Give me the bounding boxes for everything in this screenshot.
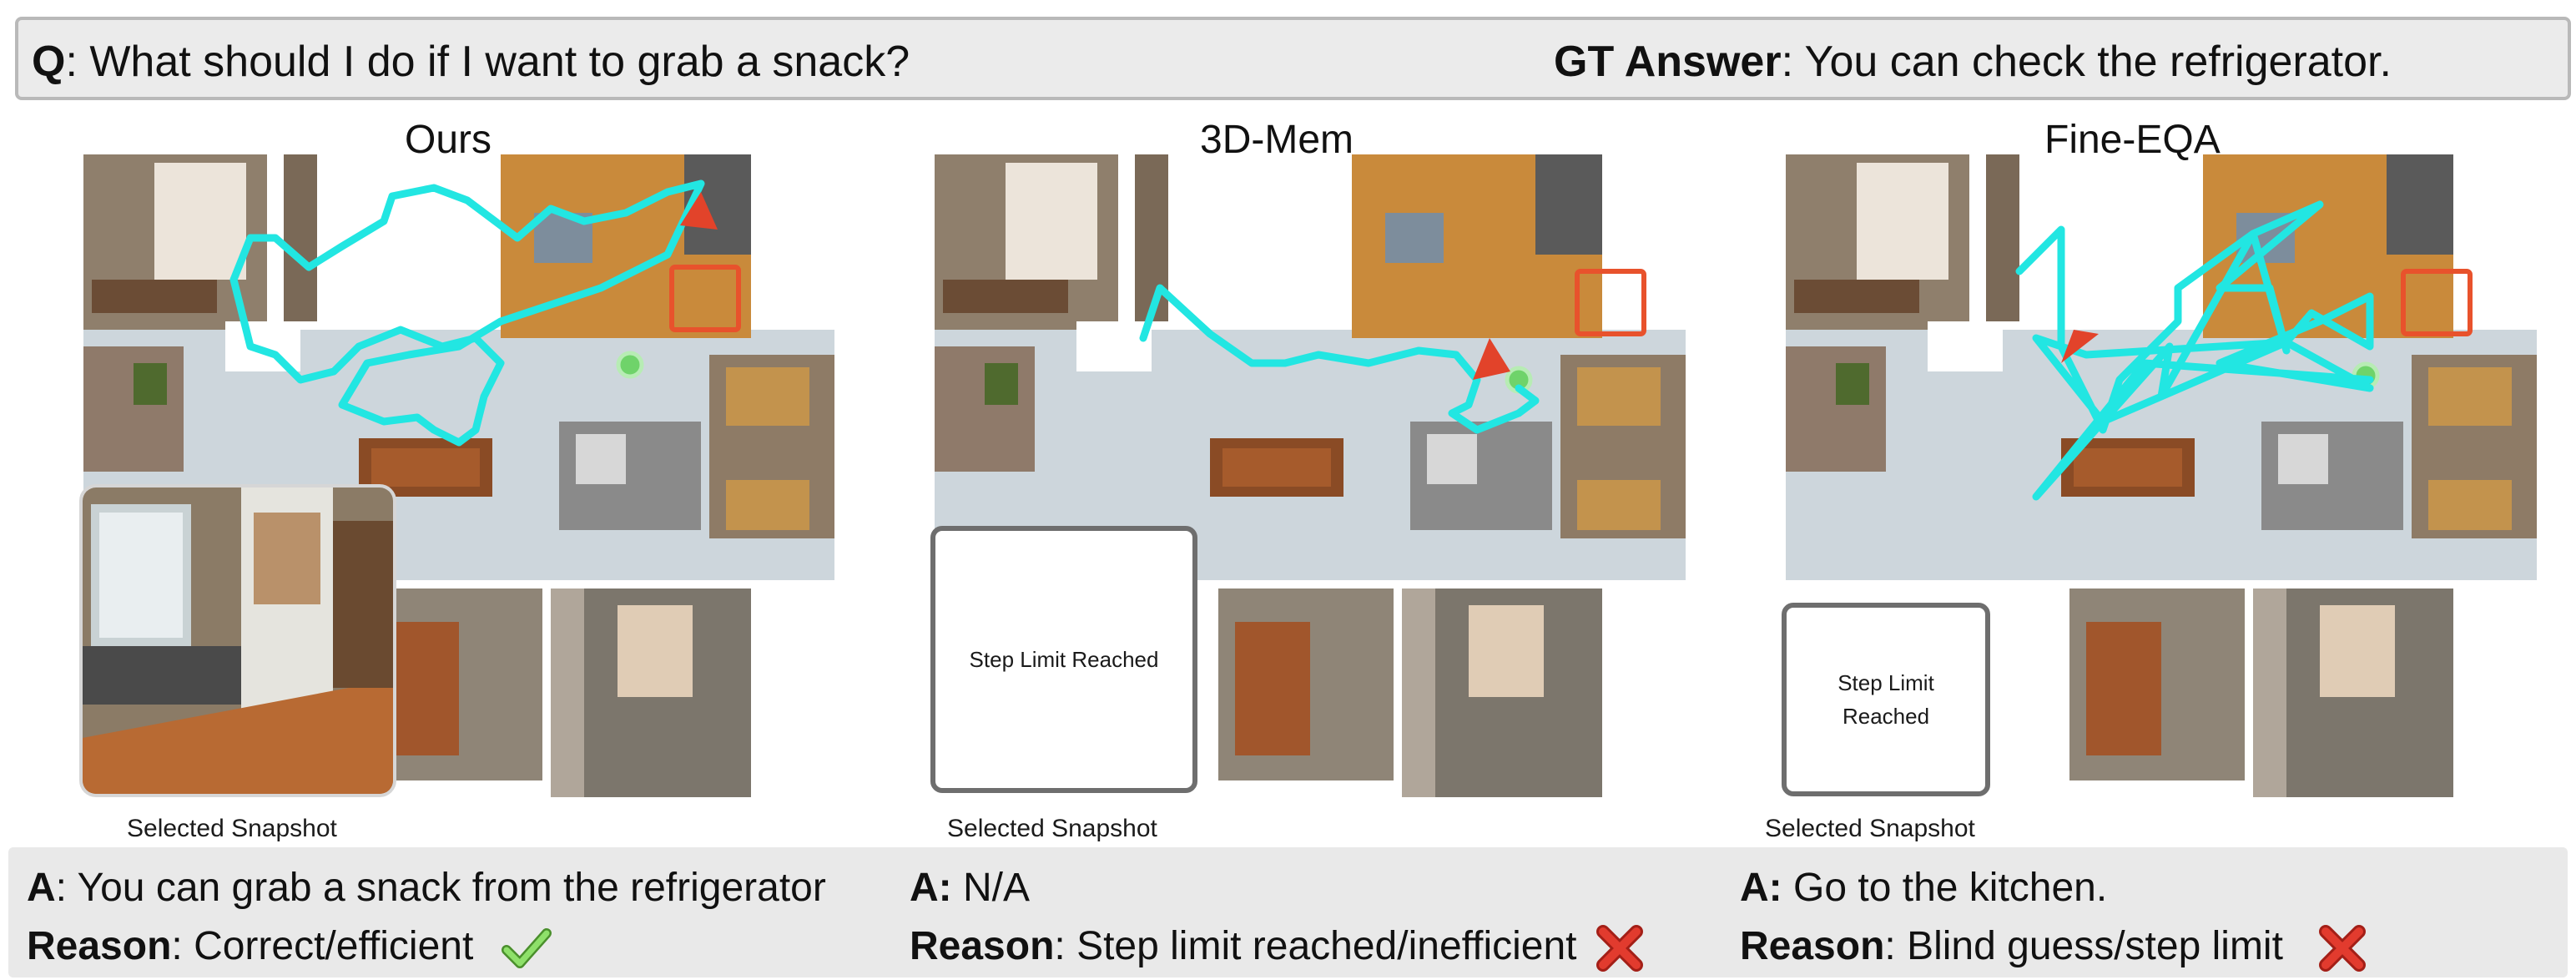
target-box [1575, 269, 1646, 336]
selected-snapshot-box: Step Limit Reached [930, 526, 1197, 793]
selected-snapshot-image [79, 484, 396, 797]
trajectory [2015, 200, 2374, 501]
snapshot-message: Step Limit Reached [969, 647, 1159, 672]
snapshot-message: Step Limit Reached [1837, 670, 1934, 729]
question: Q: What should I do if I want to grab a … [32, 38, 910, 86]
answer-text: A: N/A [910, 866, 1031, 910]
target-box [2401, 269, 2473, 336]
selected-snapshot-box: Step Limit Reached [1782, 603, 1990, 796]
question-banner: Q: What should I do if I want to grab a … [15, 17, 2571, 100]
floor-map [1786, 154, 2537, 806]
trajectory [229, 179, 705, 447]
agent-arrow [1473, 338, 1510, 380]
reason-text: Reason: Step limit reached/inefficient [910, 924, 1643, 972]
panel-title: Ours [405, 118, 492, 162]
reason-text: Reason: Correct/efficient [27, 924, 552, 970]
panel-title: Fine-EQA [2044, 118, 2221, 162]
agent-arrow [680, 192, 718, 230]
answer-text: A: Go to the kitchen. [1740, 866, 2108, 910]
target-box [669, 265, 741, 332]
snapshot-caption: Selected Snapshot [947, 815, 1157, 842]
panel-3d-mem: 3D-Mem Step Limit Reached Selected Snaps… [885, 117, 1719, 842]
reason-text: Reason: Blind guess/step limit [1740, 924, 2367, 972]
ground-truth-answer: GT Answer: You can check the refrigerato… [1554, 38, 2392, 86]
floor-map [83, 154, 834, 806]
panel-title: 3D-Mem [1200, 118, 1354, 162]
cross-icon [2319, 925, 2367, 972]
cross-icon [1596, 925, 1643, 972]
snapshot-caption: Selected Snapshot [1765, 815, 1975, 842]
snapshot-caption: Selected Snapshot [127, 815, 337, 842]
panel-ours: Ours [33, 117, 868, 842]
start-point [616, 351, 644, 379]
check-icon [501, 928, 552, 969]
trajectory [1139, 284, 1540, 434]
agent-arrow [2061, 330, 2099, 363]
answer-text: A: You can grab a snack from the refrige… [27, 866, 826, 910]
panel-fine-eqa: Fine-EQA Step Limit Reached Selected Sna… [1736, 117, 2570, 842]
answer-bar: A: You can grab a snack from the refrige… [8, 847, 2568, 977]
